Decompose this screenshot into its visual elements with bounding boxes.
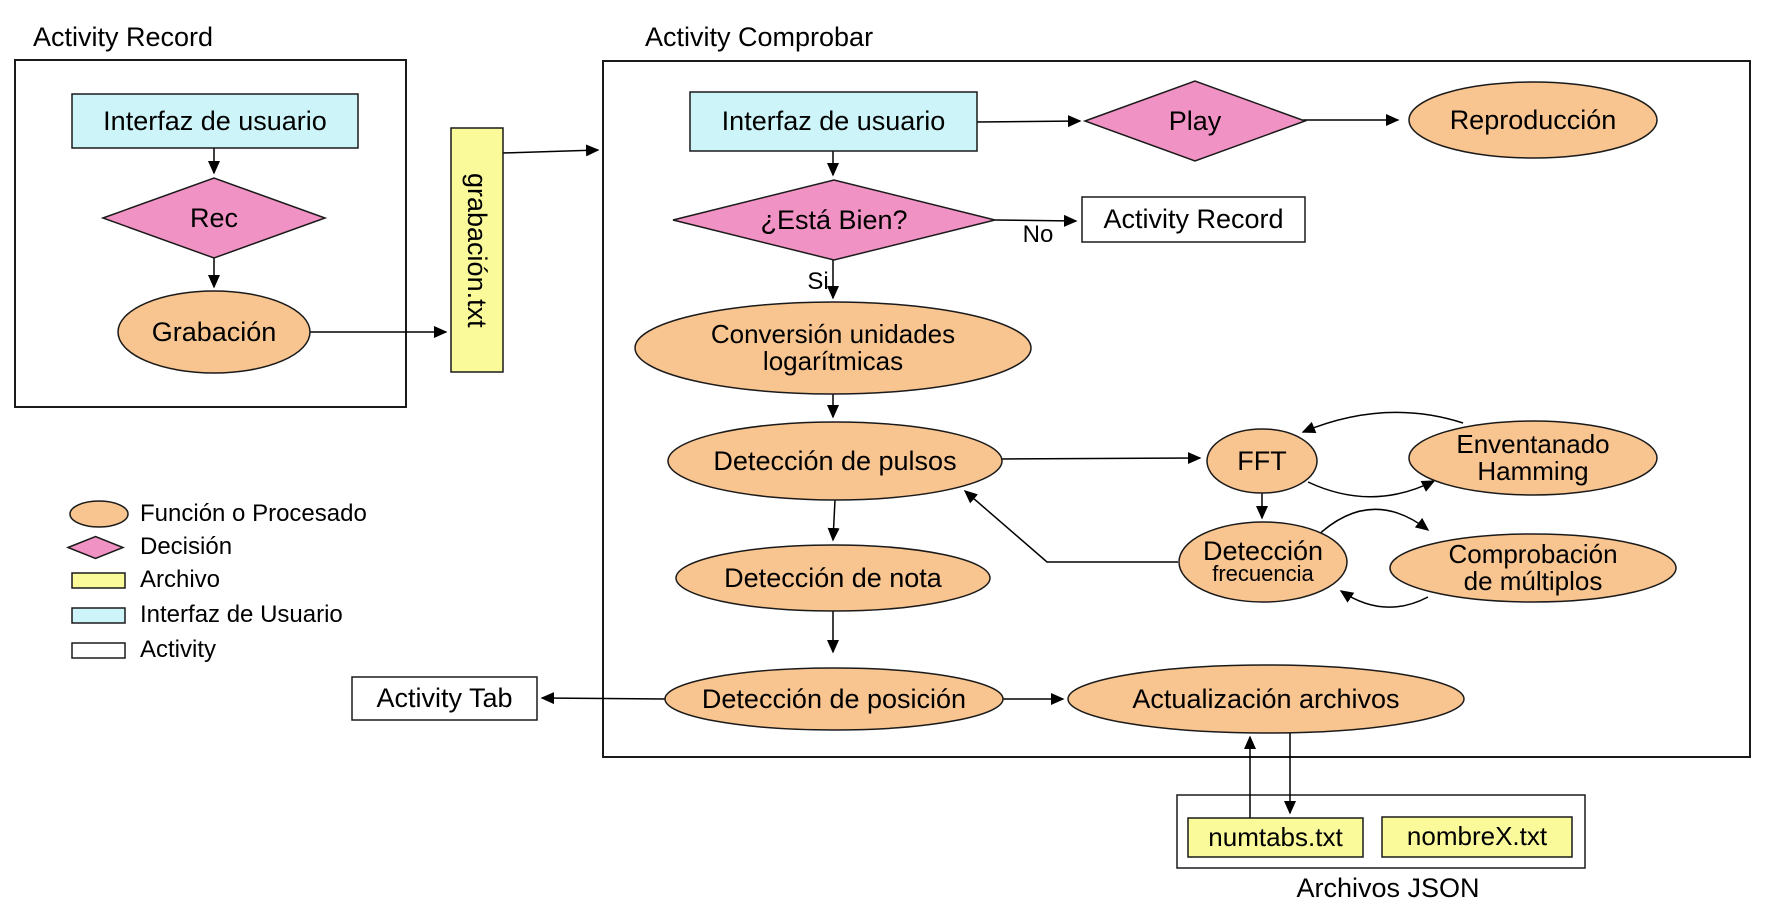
estabien-label: ¿Está Bien? — [760, 204, 908, 235]
archivos-json-caption: Archivos JSON — [1296, 872, 1480, 903]
frecuencia-line1: Detección — [1202, 535, 1324, 566]
grabacion-file-box — [450, 127, 504, 373]
grabacion-ellipse — [117, 290, 311, 374]
comprobar-interfaz-label: Interfaz de usuario — [721, 106, 946, 137]
frecuencia-ellipse — [1178, 521, 1348, 603]
numtabs-file-label: numtabs.txt — [1208, 821, 1343, 852]
arrow-posicion-to-activitytab — [540, 692, 666, 705]
hamming-label: Enventanado Hamming — [1409, 421, 1657, 495]
posicion-label: Detección de posición — [701, 683, 967, 714]
record-interfaz-box — [71, 93, 359, 149]
posicion-ellipse — [664, 667, 1004, 731]
arrow-interfaz-to-play — [976, 115, 1082, 128]
legend-ui-swatch — [71, 607, 126, 624]
grabacion-label: Grabación — [151, 316, 277, 347]
activity-record-node-label: Activity Record — [1103, 204, 1284, 235]
actualizacion-label: Actualización archivos — [1132, 683, 1400, 714]
activity-record-node-box — [1081, 196, 1306, 243]
legend-diamond-swatch — [65, 535, 126, 560]
comprobar-interfaz-box — [689, 91, 978, 152]
activity-record-title: Activity Record — [33, 22, 214, 52]
record-interfaz-label: Interfaz de usuario — [103, 105, 327, 136]
numtabs-file-box — [1187, 817, 1364, 858]
multiplos-ellipse — [1389, 533, 1677, 603]
hamming-ellipse — [1408, 420, 1658, 496]
rec-diamond — [100, 177, 328, 259]
si-label: Si — [807, 268, 829, 296]
nota-label: Detección de nota — [724, 562, 942, 593]
conversion-line1: Conversión unidades — [710, 318, 956, 349]
arrow-hamming-to-fft — [1301, 411, 1464, 433]
fft-ellipse — [1206, 428, 1318, 494]
frecuencia-label: Detección frecuencia — [1179, 524, 1347, 600]
legend-label-archivo: Archivo — [140, 566, 221, 594]
activity-record-container — [14, 59, 407, 408]
grabacion-file-label: grabación.txt — [462, 172, 493, 328]
arrow-frecuencia-to-multiplos — [1314, 508, 1430, 539]
arrow-pulsos-to-nota — [827, 499, 840, 542]
frecuencia-line2: frecuencia — [1212, 561, 1314, 587]
actualizacion-ellipse — [1067, 664, 1465, 734]
multiplos-line2: de múltiplos — [1463, 566, 1603, 596]
pulsos-ellipse — [667, 421, 1003, 501]
play-label: Play — [1168, 105, 1222, 136]
nota-ellipse — [675, 544, 991, 612]
arrow-fft-to-hamming — [1307, 480, 1436, 498]
conversion-ellipse — [634, 301, 1032, 395]
activity-comprobar-container — [602, 60, 1751, 758]
legend-file-swatch — [71, 572, 126, 589]
legend-label-funcion: Función o Procesado — [140, 500, 367, 528]
pulsos-label: Detección de pulsos — [713, 445, 957, 476]
reproduccion-ellipse — [1408, 81, 1658, 159]
play-diamond — [1082, 80, 1308, 162]
conversion-label: Conversión unidades logarítmicas — [635, 303, 1031, 393]
legend-label-decision: Decisión — [140, 533, 233, 561]
conversion-line2: logarítmicas — [762, 346, 904, 376]
arrow-file-to-comprobar — [502, 144, 600, 157]
multiplos-label: Comprobación de múltiplos — [1390, 534, 1676, 602]
nombrex-file-box — [1381, 816, 1573, 858]
arrow-pulsos-to-fft — [1001, 452, 1202, 465]
legend-label-interfaz: Interfaz de Usuario — [140, 601, 343, 629]
arrow-multiplos-to-frecuencia — [1339, 590, 1429, 608]
arrow-estabien-no-to-record — [994, 214, 1078, 227]
estabien-diamond — [672, 179, 996, 261]
legend-label-activity: Activity — [140, 636, 217, 664]
arrow-frecuencia-to-pulsos — [963, 490, 1178, 563]
legend-activity-swatch — [71, 642, 126, 659]
activity-tab-node-label: Activity Tab — [376, 683, 513, 714]
multiplos-line1: Comprobación — [1448, 538, 1618, 569]
reproduccion-label: Reproducción — [1449, 104, 1617, 135]
no-label: No — [1022, 221, 1054, 249]
json-files-container — [1176, 794, 1586, 869]
activity-comprobar-title: Activity Comprobar — [645, 22, 874, 52]
fft-label: FFT — [1237, 445, 1287, 476]
activity-tab-node-box — [351, 676, 538, 721]
hamming-line1: Enventanado — [1456, 428, 1610, 459]
hamming-line2: Hamming — [1477, 456, 1589, 486]
nombrex-file-label: nombreX.txt — [1406, 821, 1548, 852]
legend-ellipse-swatch — [69, 500, 129, 528]
rec-label: Rec — [189, 202, 238, 233]
